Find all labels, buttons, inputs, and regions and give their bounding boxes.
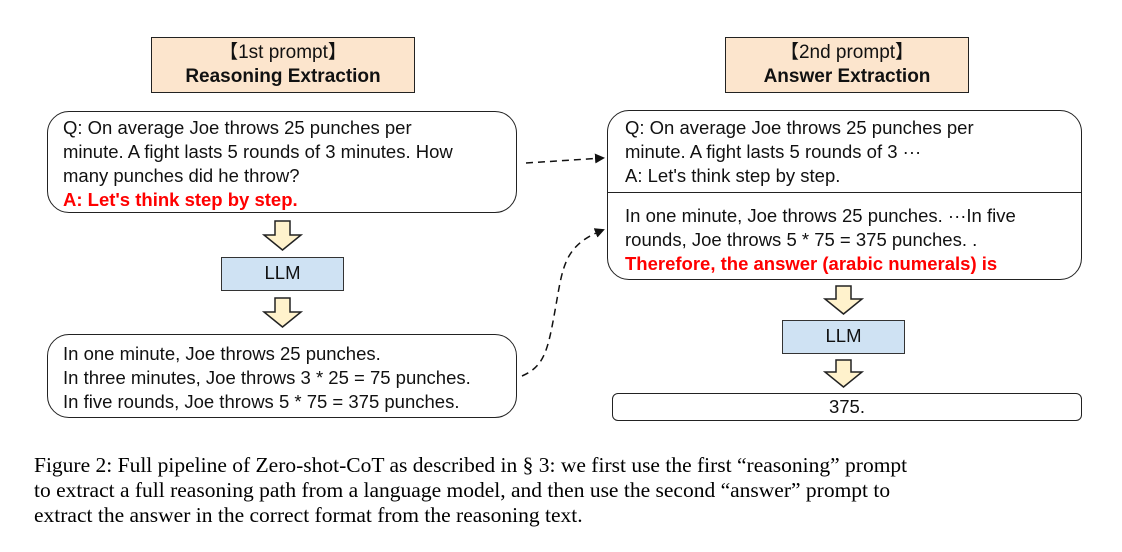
header-2nd-prompt-line1: 【2nd prompt】 [779,42,915,63]
answer-prompt-top: Q: On average Joe throws 25 punches per … [608,111,1081,193]
down-arrow-icon [822,285,865,315]
header-2nd-prompt-title: Answer Extraction [763,66,931,87]
final-answer-box: 375. [612,393,1082,421]
answer-trigger: Therefore, the answer (arabic numerals) … [625,253,998,274]
caption-line: extract the answer in the correct format… [34,503,583,527]
prompt-line: minute. A fight lasts 5 rounds of 3 ··· [625,141,922,162]
reasoning-line: In five rounds, Joe throws 5 * 75 = 375 … [63,391,460,412]
caption-line: to extract a full reasoning path from a … [34,478,891,502]
header-2nd-prompt: 【2nd prompt】 Answer Extraction [725,37,969,93]
caption-line: Figure 2: Full pipeline of Zero-shot-CoT… [34,453,908,477]
dashed-arrow-icon [525,153,605,164]
figure-caption: Figure 2: Full pipeline of Zero-shot-CoT… [34,453,1104,528]
prompt-line: In one minute, Joe throws 25 punches. ··… [625,205,1016,226]
question-line: minute. A fight lasts 5 rounds of 3 minu… [63,141,453,162]
reasoning-output-box: In one minute, Joe throws 25 punches. In… [47,334,517,418]
reasoning-trigger: A: Let's think step by step. [63,189,298,210]
prompt-line: Q: On average Joe throws 25 punches per [625,117,974,138]
llm-box-left: LLM [221,257,344,291]
dashed-arrow-icon [521,228,605,377]
header-1st-prompt: 【1st prompt】 Reasoning Extraction [151,37,415,93]
reasoning-line: In one minute, Joe throws 25 punches. [63,343,381,364]
down-arrow-icon [261,297,304,328]
header-1st-prompt-title: Reasoning Extraction [185,66,381,87]
answer-prompt-bottom: In one minute, Joe throws 25 punches. ··… [608,193,1081,276]
down-arrow-icon [822,359,865,388]
down-arrow-icon [261,220,304,251]
question-line: many punches did he throw? [63,165,300,186]
llm-box-right: LLM [782,320,905,354]
question-box: Q: On average Joe throws 25 punches per … [47,111,517,213]
prompt-line: rounds, Joe throws 5 * 75 = 375 punches.… [625,229,978,250]
answer-prompt-box: Q: On average Joe throws 25 punches per … [607,110,1082,280]
reasoning-line: In three minutes, Joe throws 3 * 25 = 75… [63,367,471,388]
prompt-line: A: Let's think step by step. [625,165,841,186]
header-1st-prompt-line1: 【1st prompt】 [219,42,347,63]
question-line: Q: On average Joe throws 25 punches per [63,117,412,138]
